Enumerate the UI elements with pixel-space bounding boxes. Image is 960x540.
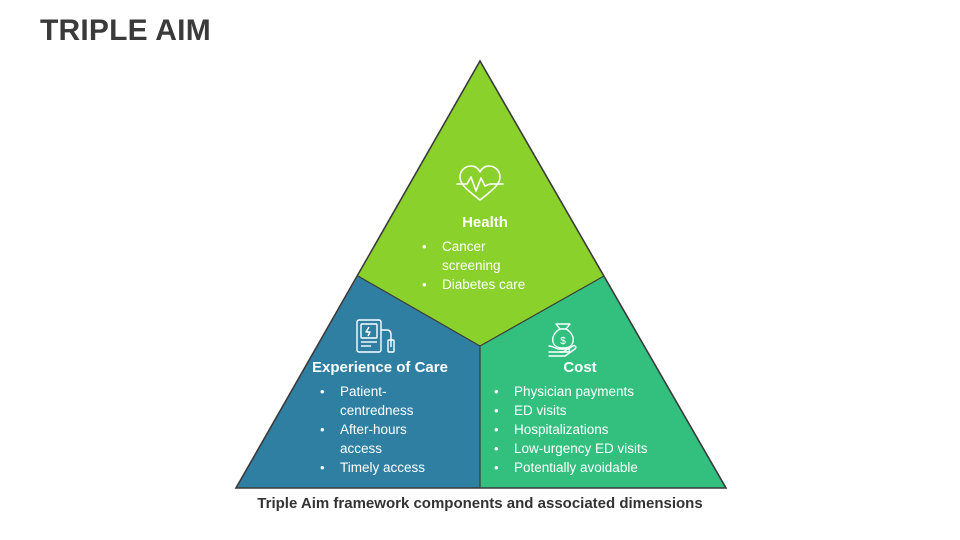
- cost-list: Physician payments ED visits Hospitaliza…: [490, 382, 670, 477]
- list-item: After-hours access: [316, 420, 424, 458]
- divider-right: [479, 275, 605, 347]
- health-list: Cancer screening Diabetes care: [418, 237, 550, 294]
- medical-device-icon: [356, 319, 395, 353]
- pyramid-outline: [234, 59, 728, 489]
- list-item: Timely access: [316, 458, 458, 477]
- money-hand-icon: $: [548, 323, 577, 357]
- list-item: Physician payments: [490, 382, 670, 401]
- list-item: Cancer screening: [418, 237, 522, 275]
- experience-title: Experience of Care: [312, 359, 448, 376]
- list-item: Diabetes care: [418, 275, 550, 294]
- heart-pulse-icon: [456, 165, 504, 201]
- list-item: ED visits: [490, 401, 670, 420]
- experience-list: Patient-centredness After-hours access T…: [316, 382, 458, 477]
- list-item: Hospitalizations: [490, 420, 670, 439]
- list-item: Low-urgency ED visits: [490, 439, 670, 458]
- list-item: Patient-centredness: [316, 382, 424, 420]
- experience-section: Experience of Care Patient-centredness A…: [302, 359, 458, 477]
- cost-section: Cost Physician payments ED visits Hospit…: [490, 359, 670, 477]
- divider-left: [357, 275, 481, 347]
- svg-text:$: $: [560, 336, 566, 347]
- health-section: Health Cancer screening Diabetes care: [420, 214, 550, 294]
- diagram-caption: Triple Aim framework components and asso…: [257, 495, 703, 512]
- health-title: Health: [462, 214, 508, 231]
- list-item: Potentially avoidable: [490, 458, 670, 477]
- page-title: TRIPLE AIM: [40, 14, 211, 47]
- cost-title: Cost: [563, 359, 597, 376]
